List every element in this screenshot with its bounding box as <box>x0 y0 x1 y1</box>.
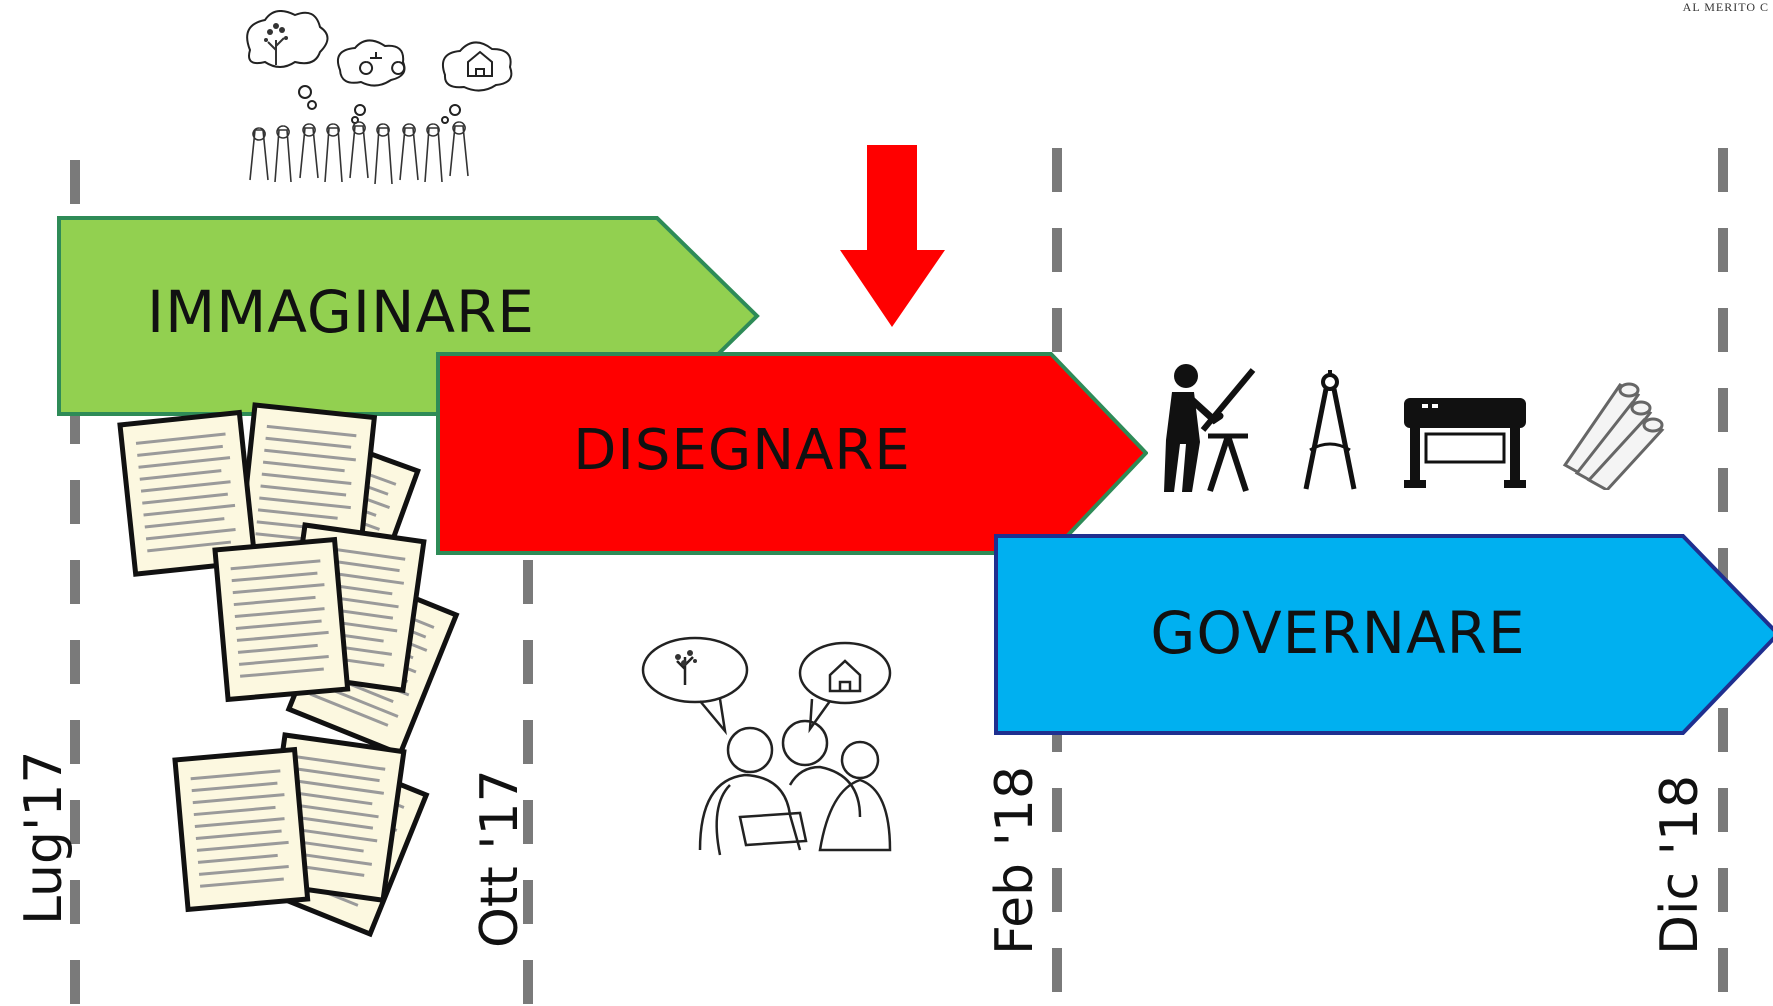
discussion-group-icon <box>641 636 892 856</box>
compass-icon <box>1303 370 1357 490</box>
corner-caption: AL MERITO C <box>1682 0 1769 14</box>
date-label-feb18: Feb '18 <box>985 765 1045 955</box>
plotter-icon <box>1404 398 1526 488</box>
date-label-lug17: Lug'17 <box>14 750 74 925</box>
drafting-table-icon <box>1164 364 1256 492</box>
phase-label-disegnare: DISEGNARE <box>573 418 911 483</box>
phase-label-governare: GOVERNARE <box>1150 599 1526 667</box>
documents-icon <box>115 390 475 955</box>
phase-label-immaginare: IMMAGINARE <box>147 278 535 346</box>
marker-line-lug17 <box>70 160 80 1006</box>
blueprint-rolls-icon <box>1562 382 1665 490</box>
thinking-crowd-icon <box>246 10 513 185</box>
down-arrow-pointer <box>840 145 945 327</box>
date-label-dic18: Dic '18 <box>1650 774 1710 955</box>
phase-governare: GOVERNARE <box>993 533 1773 736</box>
phase-disegnare: DISEGNARE <box>436 352 1148 555</box>
marker-line-ott17 <box>523 560 533 1006</box>
date-label-ott17: Ott '17 <box>470 769 530 948</box>
